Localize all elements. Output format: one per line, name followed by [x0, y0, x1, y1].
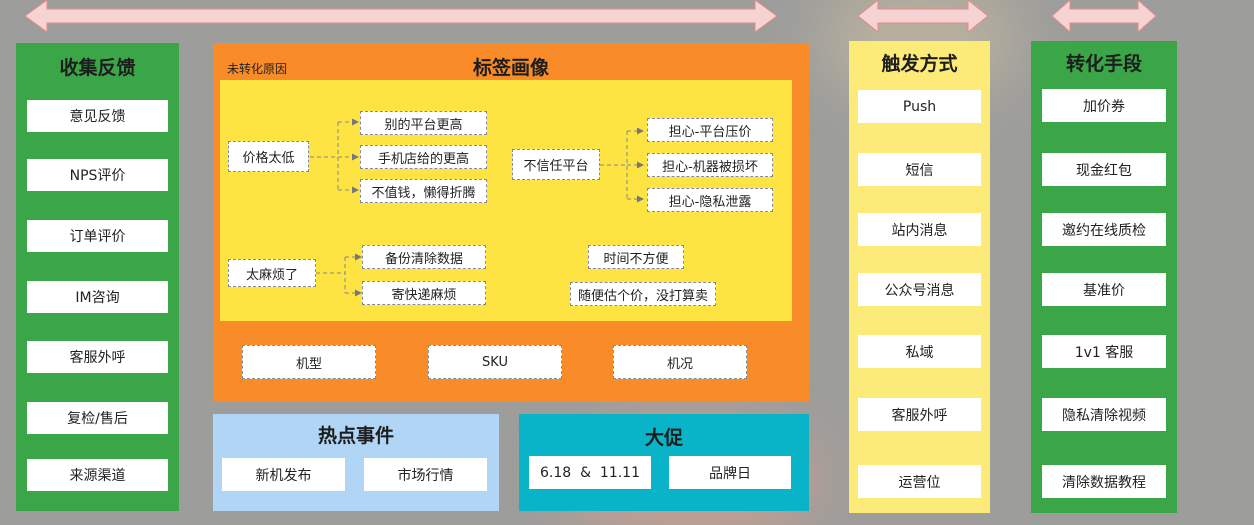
collect-item[interactable]: NPS评价	[27, 159, 168, 191]
conversion-item[interactable]: 清除数据教程	[1042, 465, 1166, 498]
reason-child[interactable]: 备份清除数据	[362, 245, 486, 269]
reason-child[interactable]: 不值钱，懒得折腾	[360, 179, 487, 203]
tag-profile-panel: 未转化原因 标签画像	[213, 43, 809, 402]
reason-child[interactable]: 手机店给的更高	[360, 145, 487, 169]
reason-distrust[interactable]: 不信任平台	[512, 149, 600, 180]
big-promo-panel: 大促 6.18 & 11.11 品牌日	[519, 414, 809, 511]
collect-feedback-panel: 收集反馈 意见反馈 NPS评价 订单评价 IM咨询 客服外呼 复检/售后 来源渠…	[16, 43, 179, 511]
dimension-condition[interactable]: 机况	[613, 345, 747, 379]
hot-events-title: 热点事件	[317, 425, 394, 447]
conversion-item[interactable]: 加价券	[1042, 89, 1166, 122]
collect-item[interactable]: 来源渠道	[27, 459, 168, 491]
trigger-item[interactable]: 私域	[858, 335, 981, 368]
reason-area: 价格太低 别的平台更高 手机店给的更高 不值钱，懒得折腾 不信任平台 担心-平台…	[220, 80, 792, 321]
trigger-item[interactable]: 运营位	[858, 465, 981, 498]
trigger-method-panel: 触发方式 Push 短信 站内消息 公众号消息 私域 客服外呼 运营位	[849, 41, 990, 513]
reason-price-low[interactable]: 价格太低	[228, 141, 309, 172]
conversion-item[interactable]: 隐私清除视频	[1042, 398, 1166, 431]
reason-child[interactable]: 担心-平台压价	[647, 118, 773, 142]
collect-item[interactable]: 客服外呼	[27, 341, 168, 373]
collect-item[interactable]: IM咨询	[27, 281, 168, 313]
hot-events-panel: 热点事件 新机发布 市场行情	[213, 414, 499, 511]
hot-event-item[interactable]: 市场行情	[364, 458, 487, 491]
tag-profile-title: 标签画像	[472, 57, 549, 79]
trigger-item[interactable]: 客服外呼	[858, 398, 981, 431]
trigger-item[interactable]: 短信	[858, 153, 981, 186]
trigger-item[interactable]: 公众号消息	[858, 273, 981, 306]
reason-troublesome[interactable]: 太麻烦了	[228, 259, 316, 287]
collect-feedback-title: 收集反馈	[59, 57, 136, 79]
conversion-item[interactable]: 现金红包	[1042, 153, 1166, 186]
reason-casual-estimate[interactable]: 随便估个价，没打算卖	[570, 282, 716, 306]
reason-child[interactable]: 担心-机器被损坏	[647, 153, 773, 177]
top-double-arrow	[25, 0, 777, 32]
reason-connectors	[310, 118, 644, 297]
dimension-sku[interactable]: SKU	[428, 345, 562, 379]
conversion-item[interactable]: 基准价	[1042, 273, 1166, 306]
hot-event-item[interactable]: 新机发布	[222, 458, 345, 491]
collect-item[interactable]: 复检/售后	[27, 402, 168, 434]
trigger-item[interactable]: Push	[858, 90, 981, 123]
reason-child[interactable]: 寄快递麻烦	[362, 281, 486, 305]
promo-item[interactable]: 品牌日	[669, 456, 791, 489]
conversion-item[interactable]: 邀约在线质检	[1042, 213, 1166, 246]
conversion-means-panel: 转化手段 加价券 现金红包 邀约在线质检 基准价 1v1 客服 隐私清除视频 清…	[1031, 41, 1177, 513]
collect-item[interactable]: 订单评价	[27, 220, 168, 252]
conversion-item[interactable]: 1v1 客服	[1042, 335, 1166, 368]
trigger-item[interactable]: 站内消息	[858, 213, 981, 246]
big-promo-title: 大促	[644, 427, 683, 449]
trigger-method-title: 触发方式	[881, 53, 958, 75]
top-double-arrow	[858, 0, 988, 32]
reason-child[interactable]: 别的平台更高	[360, 111, 487, 135]
conversion-means-title: 转化手段	[1065, 53, 1142, 75]
reason-child[interactable]: 担心-隐私泄露	[647, 188, 773, 212]
reason-time-inconvenient[interactable]: 时间不方便	[588, 245, 684, 269]
dimension-model[interactable]: 机型	[242, 345, 376, 379]
top-double-arrow	[1052, 0, 1156, 32]
unconverted-reason-label: 未转化原因	[227, 62, 288, 76]
collect-item[interactable]: 意见反馈	[27, 100, 168, 132]
promo-item[interactable]: 6.18 & 11.11	[529, 456, 651, 489]
